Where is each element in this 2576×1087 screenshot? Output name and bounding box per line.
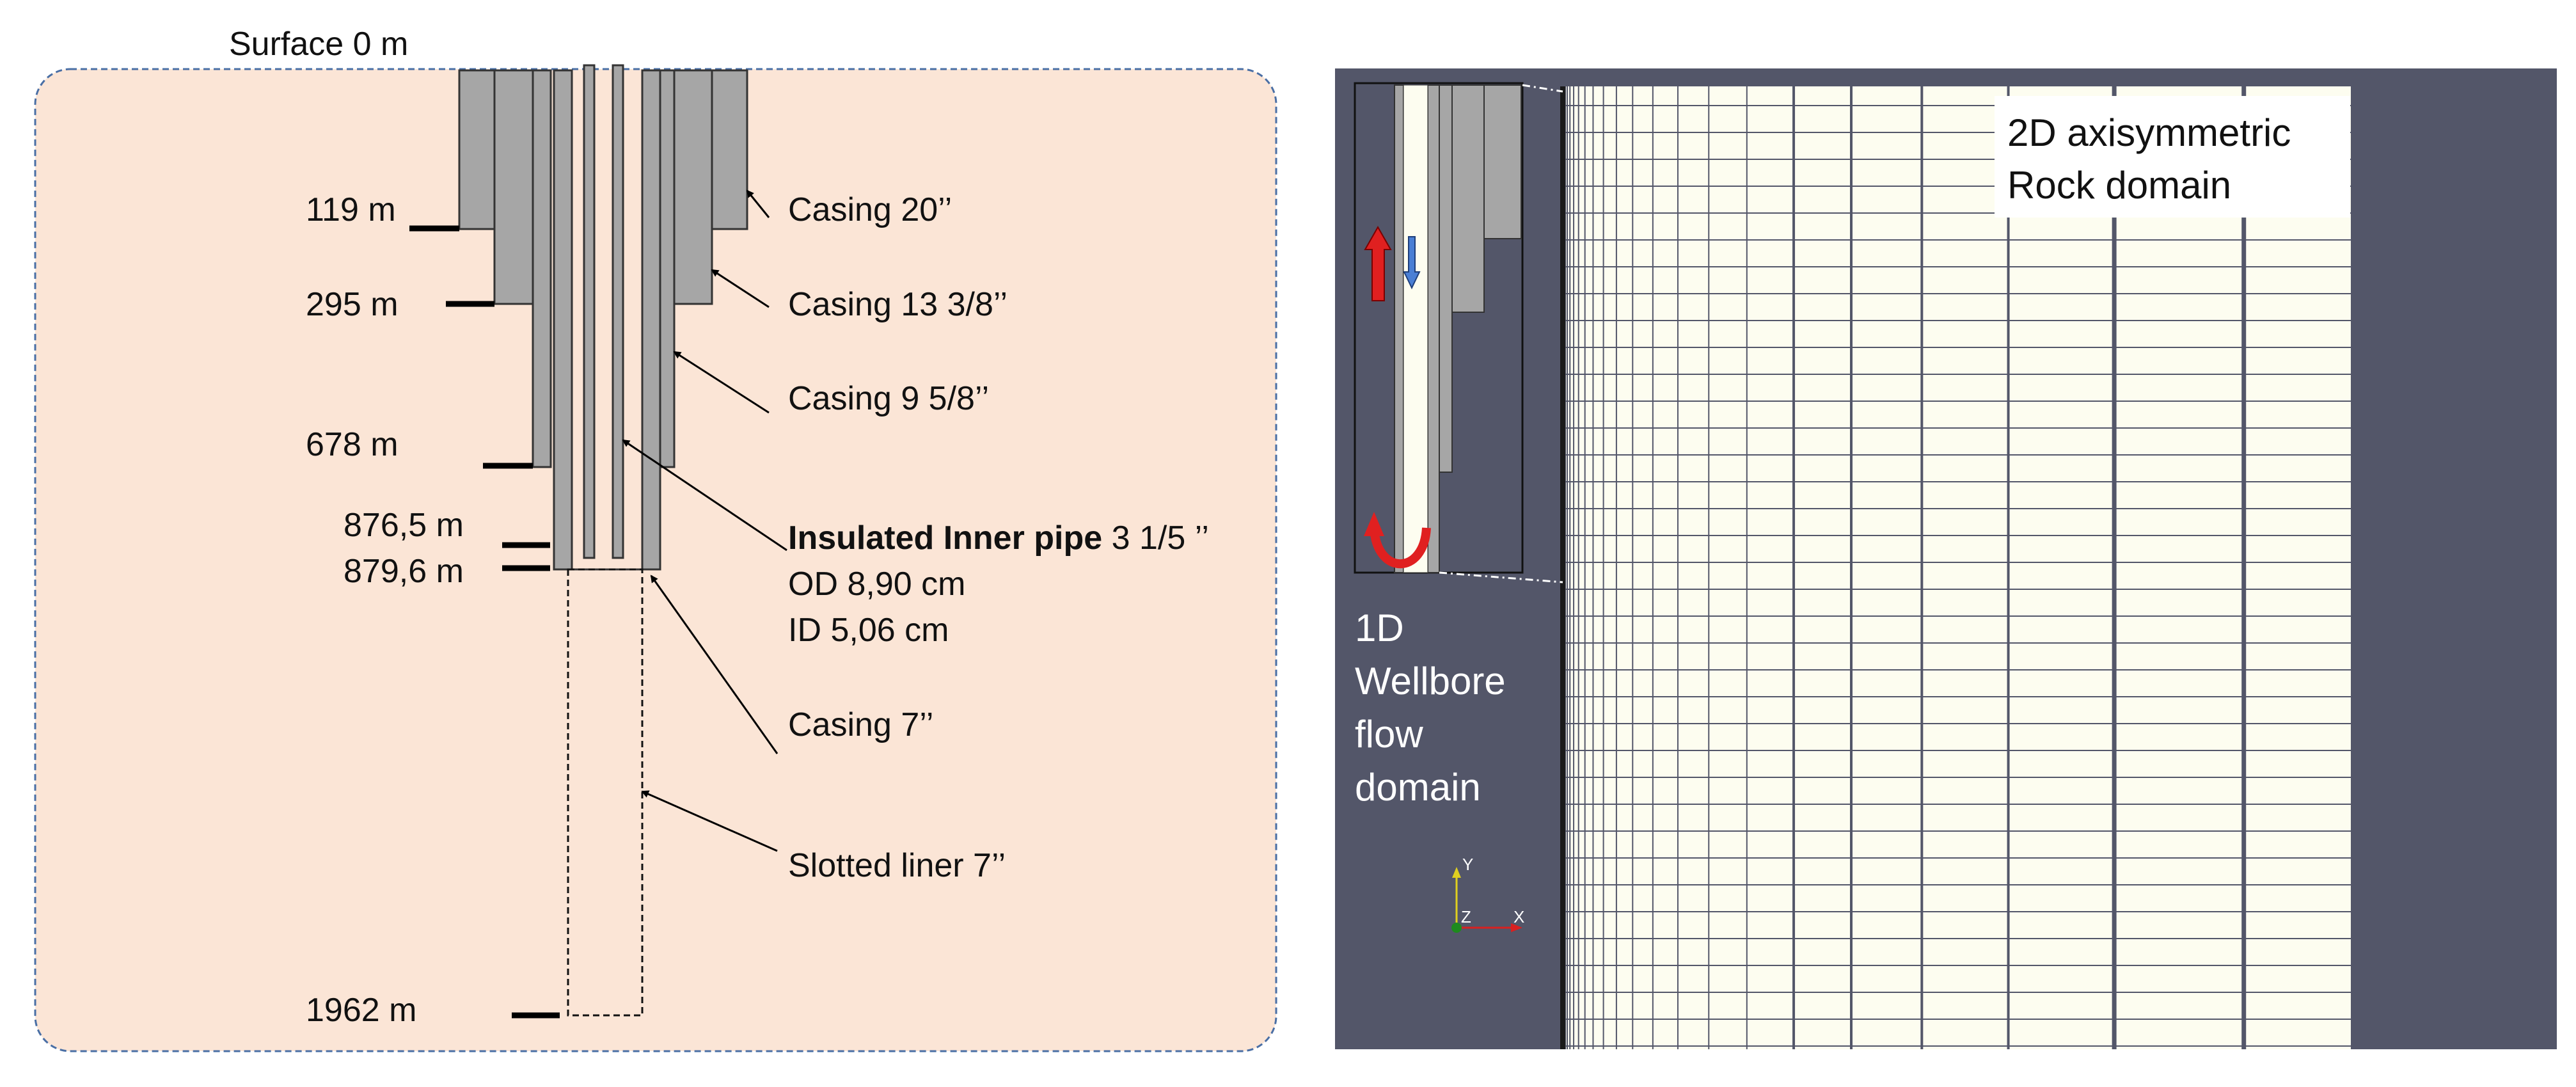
casing-7-left (553, 69, 573, 571)
casing-13-left (493, 69, 534, 305)
inset-casing-1 (1483, 84, 1522, 239)
wellbore-label-line-1: 1D (1355, 607, 1404, 649)
y-axis-arrowhead (1452, 867, 1461, 878)
depth-label-119: 119 m (306, 191, 396, 228)
wellbore-label-line-2: Wellbore (1355, 660, 1506, 702)
z-axis-label: Z (1461, 907, 1471, 926)
casing-7-right (641, 69, 661, 571)
inner-pipe-right (612, 64, 624, 559)
inset-casing-4 (1427, 84, 1440, 573)
x-axis-label: X (1513, 907, 1524, 926)
depth-label-295: 295 m (306, 286, 399, 323)
leader-casing-7 (650, 575, 778, 754)
leader-casing-13 (711, 269, 770, 308)
leader-casing-9 (673, 351, 770, 414)
y-axis-label: Y (1462, 855, 1473, 874)
callout-casing-13: Casing 13 3/8’’ (788, 286, 1007, 323)
callout-casing-20: Casing 20’’ (788, 191, 952, 228)
callout-inner-pipe-size: 3 1/5 ’’ (1102, 520, 1209, 557)
flow-up-arrow-icon (1364, 225, 1392, 301)
wellbore-label-line-3: flow (1355, 713, 1423, 756)
z-axis-dot (1451, 923, 1462, 933)
inset-inner-pipe (1394, 84, 1404, 573)
callout-inner-pipe: Insulated Inner pipe 3 1/5 ’’ (788, 520, 1209, 557)
casing-13-right (672, 69, 713, 305)
wellbore-label-line-4: domain (1355, 766, 1481, 809)
flow-turn-arrow-icon (1370, 527, 1431, 568)
leader-slotted-liner (641, 790, 778, 852)
depth-label-678: 678 m (306, 426, 399, 463)
inset-casing-2 (1451, 84, 1485, 313)
callout-casing-7: Casing 7’’ (788, 706, 933, 743)
callout-od: OD 8,90 cm (788, 566, 965, 603)
inset-annulus (1403, 84, 1428, 573)
casing-20-left (458, 69, 496, 230)
flow-down-arrow-icon (1403, 236, 1421, 290)
inset-connector-bottom (1439, 571, 1563, 583)
rock-label-line-2: Rock domain (2007, 164, 2231, 207)
leader-casing-20 (746, 189, 770, 218)
rock-label-box (1995, 96, 2350, 218)
depth-label-879: 879,6 m (344, 553, 464, 590)
axis-triad-icon: Y Z X (1451, 855, 1524, 933)
depth-label-1962: 1962 m (306, 992, 416, 1029)
rock-mesh-area (1563, 86, 2351, 1049)
callout-inner-pipe-name: Insulated Inner pipe (788, 520, 1102, 557)
rock-label-line-1: 2D axisymmetric (2007, 111, 2291, 154)
depth-label-876: 876,5 m (344, 507, 464, 544)
inset-casing-3 (1439, 84, 1453, 473)
wellbore-inset (1354, 82, 1563, 583)
well-schematic-panel: Surface 0 m 119 m 295 m 678 m 876,5 m 87… (34, 26, 1277, 1052)
inner-pipe-left (583, 64, 596, 559)
mesh-panel: 2D axisymmetric Rock domain 1D Wellbore … (1335, 68, 2557, 1049)
callout-casing-9: Casing 9 5/8’’ (788, 380, 989, 417)
surface-label: Surface 0 m (229, 26, 408, 63)
casing-9-left (532, 69, 552, 468)
casing-20-right (711, 69, 748, 230)
leader-inner-pipe (622, 439, 787, 551)
callout-id: ID 5,06 cm (788, 612, 949, 649)
x-axis-arrowhead (1511, 923, 1522, 932)
flow-turn-arrowhead-icon (1364, 512, 1384, 536)
callout-slotted-liner: Slotted liner 7’’ (788, 847, 1006, 884)
inset-connector-top (1522, 84, 1563, 93)
